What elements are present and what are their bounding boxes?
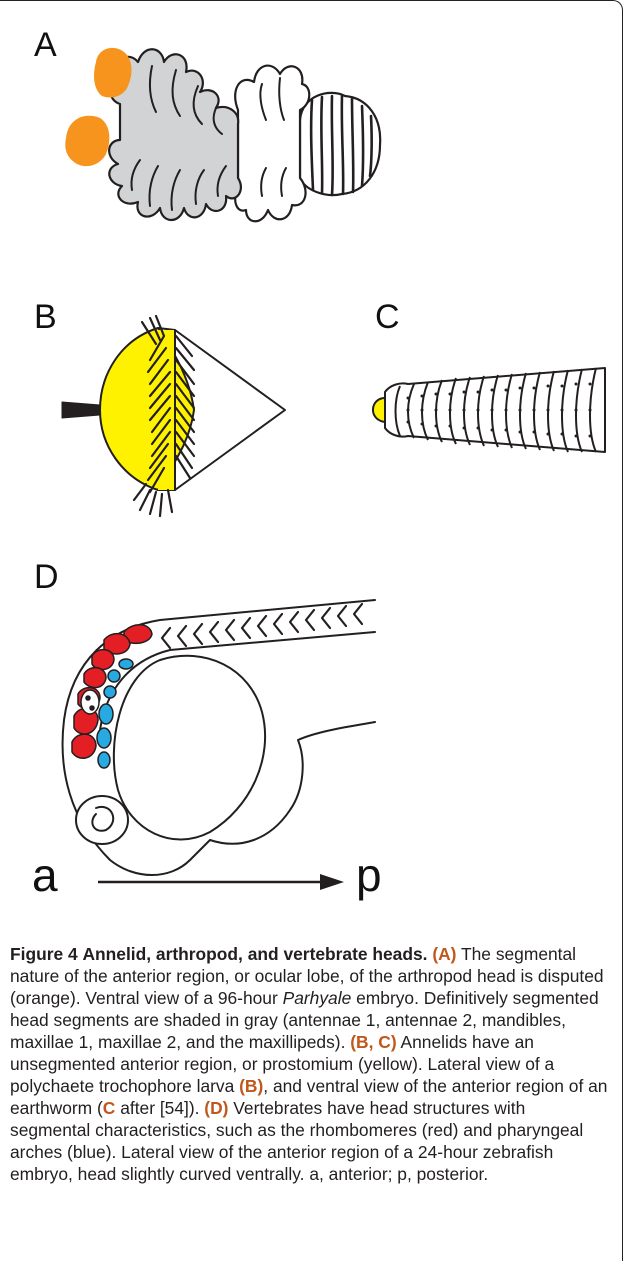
posterior-segments xyxy=(235,66,309,222)
axis-label-anterior: a xyxy=(32,852,58,898)
ocular-lobe-lower xyxy=(65,116,109,166)
figure-title: Annelid, arthropod, and vertebrate heads… xyxy=(83,944,428,964)
axis-arrow xyxy=(98,874,344,890)
ref-c: C xyxy=(103,1098,116,1118)
figure-caption: Figure 4 Annelid, arthropod, and vertebr… xyxy=(10,943,610,1185)
ref-a: (A) xyxy=(432,944,456,964)
zebrafish-embryo xyxy=(63,600,375,875)
axis-label-posterior: p xyxy=(356,852,382,898)
caption-bc-text-3: after [54]). xyxy=(120,1098,199,1118)
ref-d: (D) xyxy=(204,1098,228,1118)
otic-vesicle xyxy=(81,690,99,714)
arthropod-embryo xyxy=(65,48,380,221)
earthworm-anterior xyxy=(373,368,605,452)
eye xyxy=(76,796,128,844)
ref-b: (B) xyxy=(239,1076,263,1096)
apical-tuft xyxy=(62,402,100,418)
earthworm-prostomium xyxy=(373,398,385,422)
trochophore-larva xyxy=(62,316,285,516)
figure-illustrations xyxy=(0,0,625,940)
ref-bc: (B, C) xyxy=(350,1032,396,1052)
figure-number: Figure 4 xyxy=(10,944,78,964)
caption-species: Parhyale xyxy=(283,988,352,1008)
